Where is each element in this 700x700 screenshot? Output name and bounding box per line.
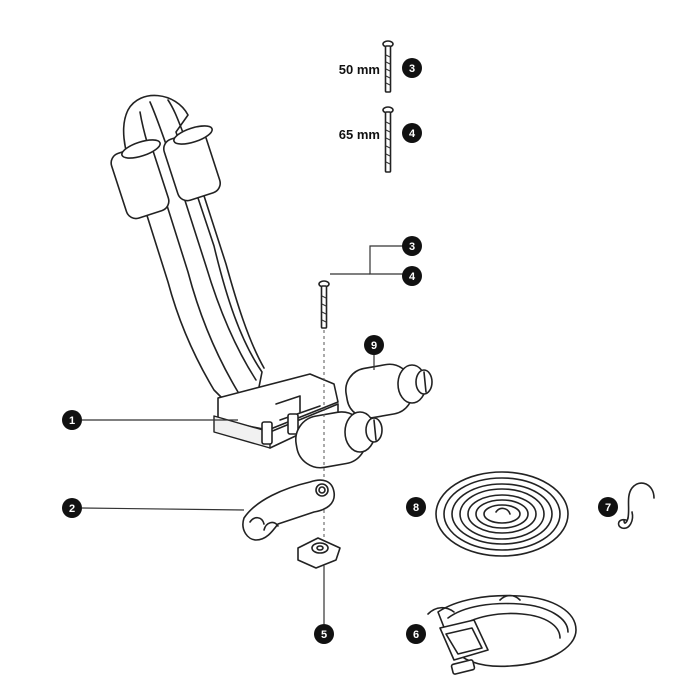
bolt-50mm — [382, 40, 394, 93]
svg-text:4: 4 — [409, 128, 416, 140]
s-hook-icon — [617, 482, 655, 530]
callout-9: 9 — [364, 335, 384, 355]
knob-assembly — [295, 363, 433, 469]
svg-text:1: 1 — [69, 415, 75, 427]
bolt-65mm-label: 65 mm — [339, 127, 380, 142]
bolt-50mm-label: 50 mm — [339, 62, 380, 77]
callout-6: 6 — [406, 624, 426, 644]
j-cradle-icon — [110, 94, 265, 405]
callout-7: 7 — [598, 497, 618, 517]
callout-2: 2 — [62, 498, 82, 518]
bolt-65mm — [382, 106, 394, 173]
svg-text:3: 3 — [409, 241, 415, 253]
base-block — [213, 373, 339, 449]
callout-8: 8 — [406, 497, 426, 517]
callout-3-mid: 3 — [402, 236, 422, 256]
svg-text:2: 2 — [69, 503, 75, 515]
clamp-lever — [242, 479, 336, 541]
callout-4-mid: 4 — [402, 266, 422, 286]
svg-text:6: 6 — [413, 629, 419, 641]
svg-text:9: 9 — [371, 340, 377, 352]
svg-text:5: 5 — [321, 629, 327, 641]
leader-lines — [81, 245, 412, 624]
svg-text:7: 7 — [605, 502, 611, 514]
strap-with-buckle — [427, 594, 577, 675]
wing-nut — [297, 537, 341, 569]
svg-text:8: 8 — [413, 502, 419, 514]
callout-3-top: 3 — [402, 58, 422, 78]
callout-5: 5 — [314, 624, 334, 644]
coiled-strap — [435, 471, 569, 557]
svg-text:4: 4 — [409, 271, 416, 283]
svg-text:3: 3 — [409, 63, 415, 75]
bolt-assembly-icon — [318, 280, 330, 329]
callout-1: 1 — [62, 410, 82, 430]
callout-4-top: 4 — [402, 123, 422, 143]
